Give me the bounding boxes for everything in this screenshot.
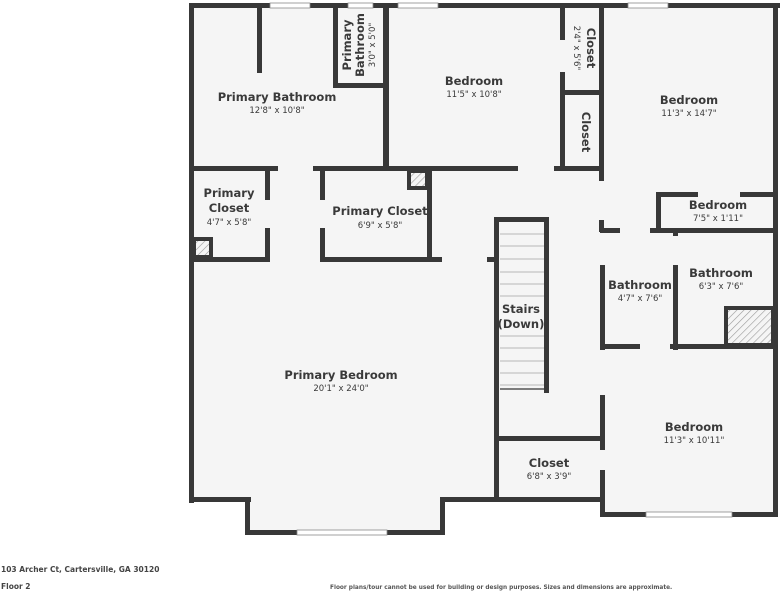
door-openings xyxy=(278,166,740,349)
property-address: 103 Archer Ct, Cartersville, GA 30120 xyxy=(1,565,160,574)
room-dims: 11'3" x 14'7" xyxy=(661,109,716,119)
stair-treads xyxy=(500,233,544,390)
room-name: Primary Closet xyxy=(332,204,428,218)
hatched-shaft-bathroom xyxy=(724,306,775,347)
room-name-line1: Primary xyxy=(340,19,354,70)
room-primary-bathroom: Primary Bathroom 12'8" x 10'8" xyxy=(218,90,337,116)
room-dims: 12'8" x 10'8" xyxy=(249,106,304,116)
room-dims: 4'7" x 5'8" xyxy=(207,218,252,228)
room-name-line1: Primary xyxy=(204,186,255,200)
room-primary-bathroom-small: Primary Bathroom 3'0" x 5'0" xyxy=(340,13,378,77)
room-name: Closet xyxy=(579,112,593,153)
room-dims: 6'9" x 5'8" xyxy=(358,221,403,231)
room-primary-closet-right: Primary Closet 6'9" x 5'8" xyxy=(332,204,428,231)
room-dims: 6'3" x 7'6" xyxy=(699,282,744,292)
room-name: Bedroom xyxy=(445,74,503,88)
room-bedroom-bottom: Bedroom 11'3" x 10'11" xyxy=(664,420,725,446)
room-name-line2: (Down) xyxy=(498,317,545,331)
room-dims: 6'8" x 3'9" xyxy=(527,472,572,482)
room-stairs: Stairs (Down) xyxy=(498,302,545,333)
room-name: Primary Bedroom xyxy=(284,368,397,382)
room-name-line2: Closet xyxy=(209,201,250,215)
disclaimer-text: Floor plans/tour cannot be used for buil… xyxy=(330,585,673,591)
room-closet-bottom: Closet 6'8" x 3'9" xyxy=(527,456,572,482)
floor-label: Floor 2 xyxy=(1,582,31,591)
room-dims: 3'0" x 5'0" xyxy=(368,23,378,68)
room-name-line2: Bathroom xyxy=(353,13,367,77)
room-dims: 20'1" x 24'0" xyxy=(313,384,368,394)
room-bedroom-right: Bedroom 11'3" x 14'7" xyxy=(660,93,718,119)
room-bedroom-top: Bedroom 11'5" x 10'8" xyxy=(445,74,503,100)
room-name: Closet xyxy=(584,28,598,69)
room-bathroom-right: Bathroom 6'3" x 7'6" xyxy=(689,266,753,292)
room-dims: 4'7" x 7'6" xyxy=(618,294,663,304)
room-name: Bedroom xyxy=(660,93,718,107)
room-primary-closet-left: Primary Closet 4'7" x 5'8" xyxy=(204,186,255,228)
room-dims: 11'3" x 10'11" xyxy=(664,436,725,446)
room-dims: 7'5" x 1'11" xyxy=(693,214,743,224)
windows xyxy=(269,2,733,536)
room-dims: 11'5" x 10'8" xyxy=(446,90,501,100)
room-name: Closet xyxy=(529,456,570,470)
room-closet-top: Closet 2'4" x 5'6" xyxy=(571,26,598,71)
hatched-shaft-closet xyxy=(407,169,429,190)
room-name: Bathroom xyxy=(608,278,672,292)
room-name: Bedroom xyxy=(665,420,723,434)
hatched-shaft-left xyxy=(192,237,213,259)
room-bathroom-left: Bathroom 4'7" x 7'6" xyxy=(608,278,672,304)
room-name-line1: Stairs xyxy=(502,302,540,316)
room-closet-mid: Closet xyxy=(579,112,593,153)
room-bedroom-nook: Bedroom 7'5" x 1'11" xyxy=(689,198,747,224)
room-name: Primary Bathroom xyxy=(218,90,337,104)
floor-area xyxy=(190,4,776,532)
room-primary-bedroom: Primary Bedroom 20'1" x 24'0" xyxy=(284,368,397,394)
room-dims: 2'4" x 5'6" xyxy=(571,26,581,71)
room-name: Bathroom xyxy=(689,266,753,280)
room-name: Bedroom xyxy=(689,198,747,212)
